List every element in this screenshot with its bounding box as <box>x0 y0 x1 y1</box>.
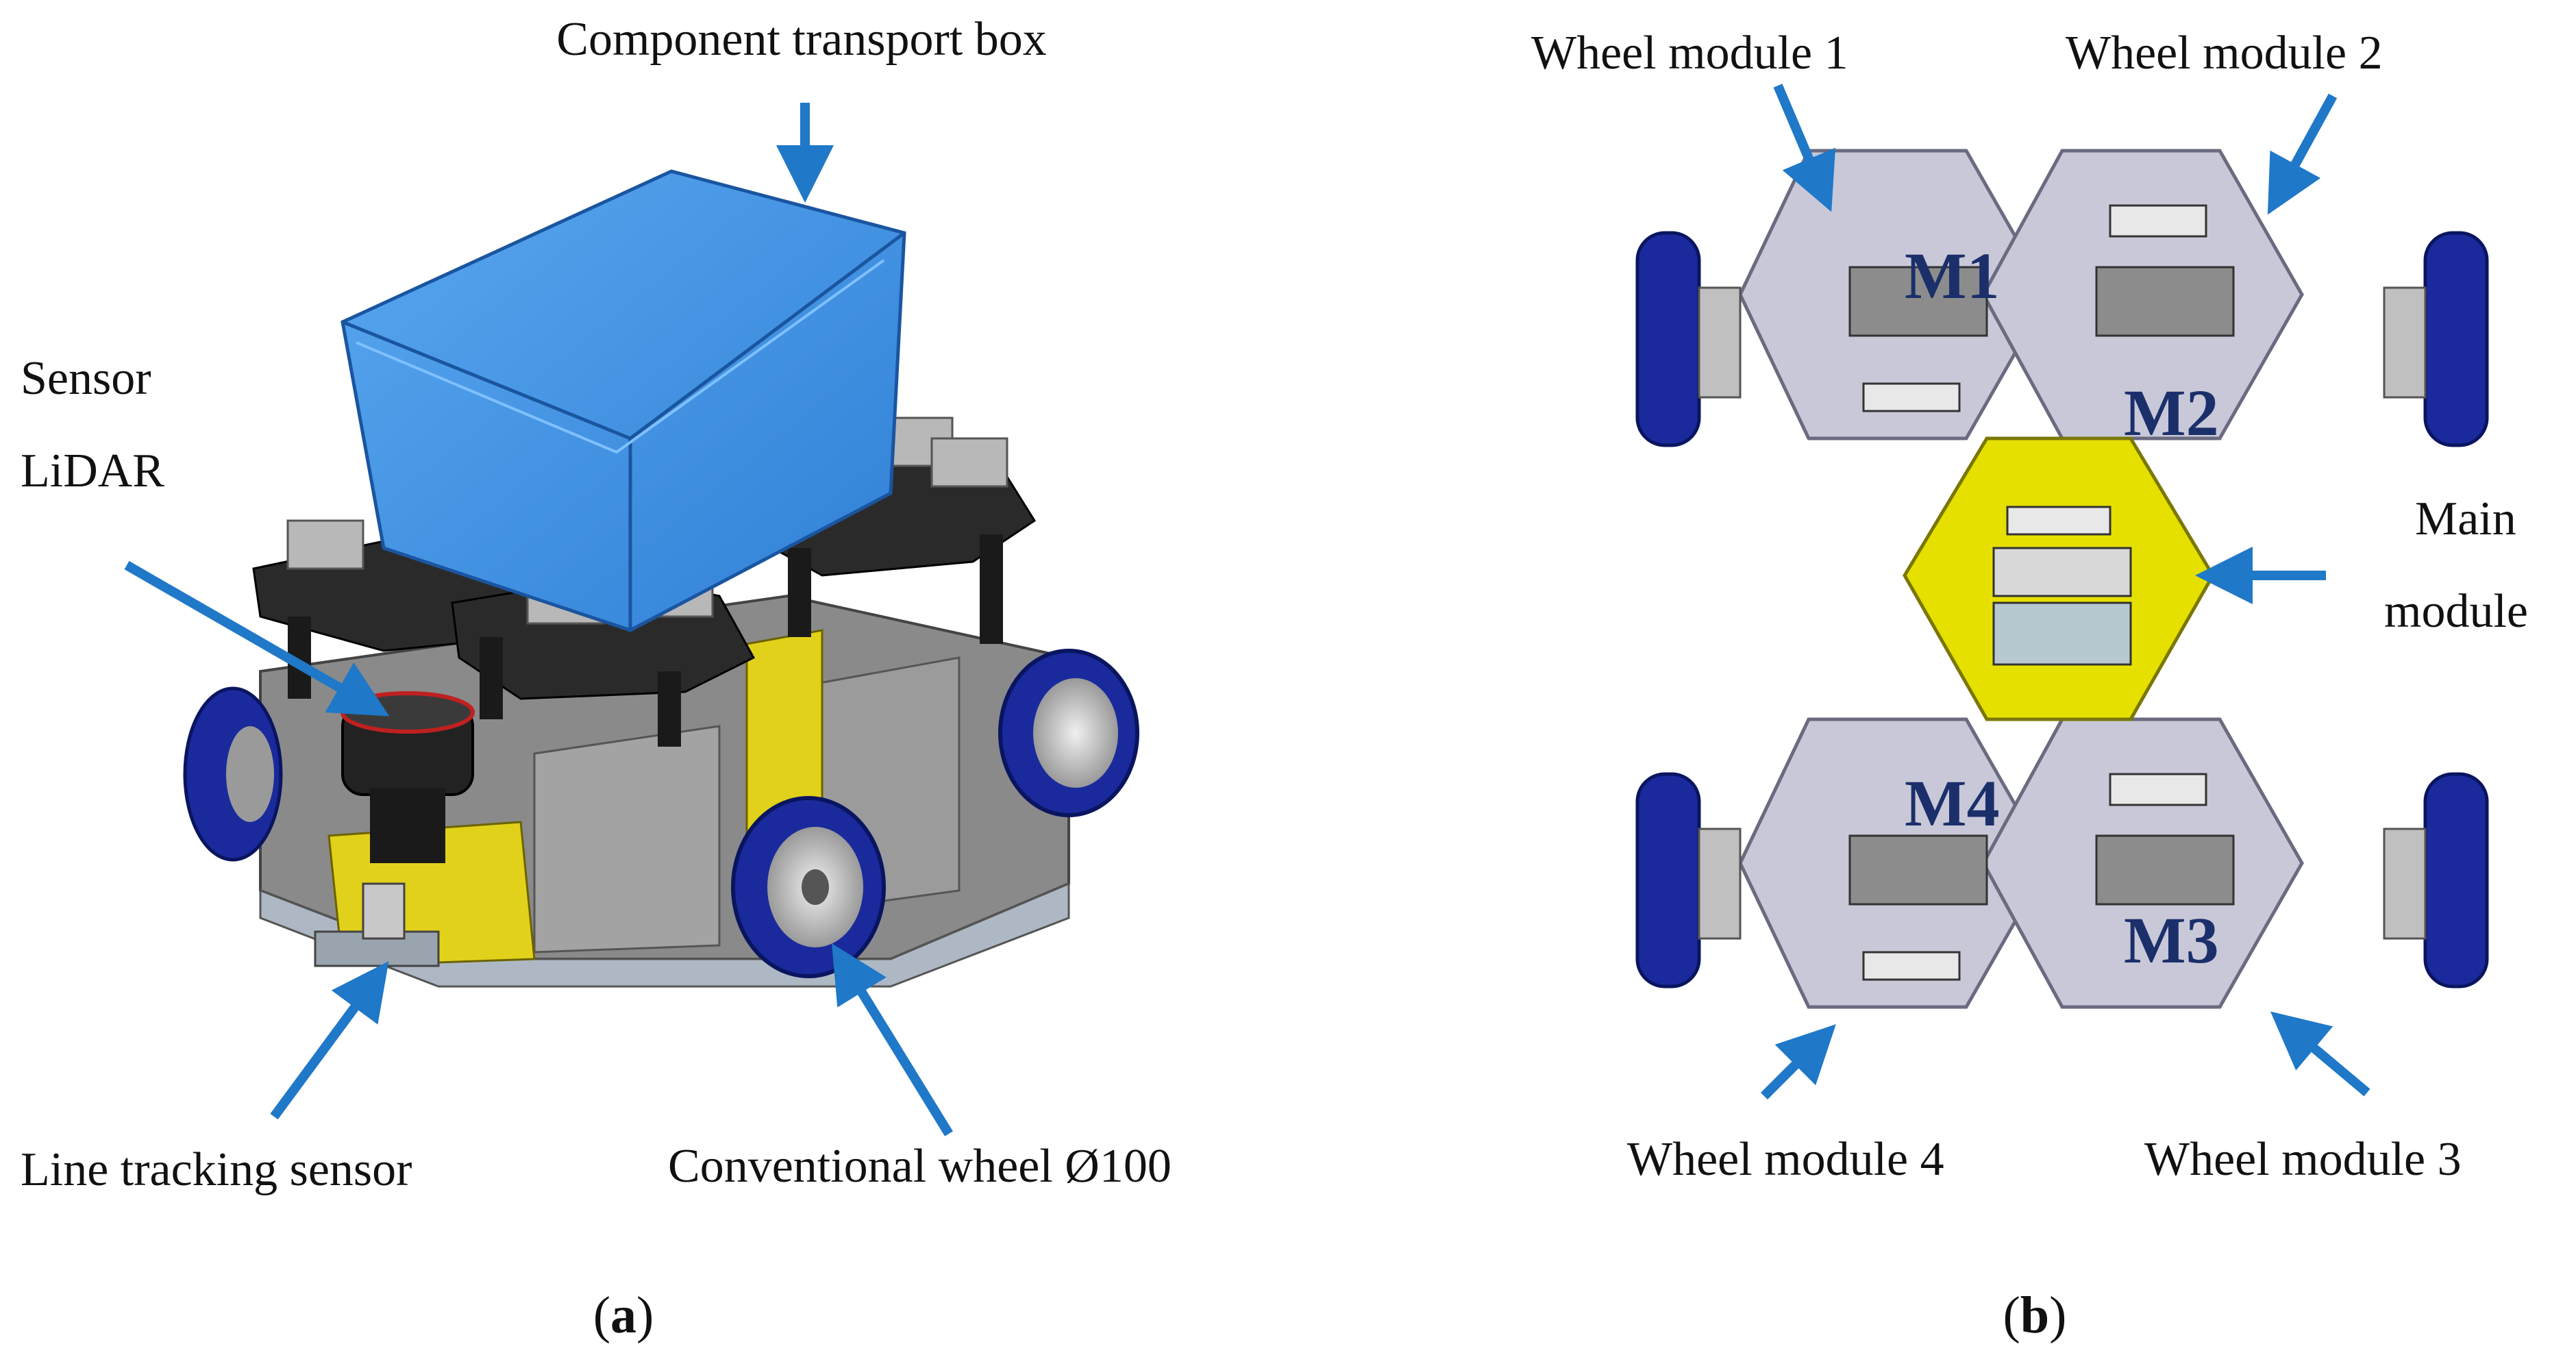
robot-3d-illustration <box>252 169 1070 988</box>
top-view-illustration <box>1738 149 2304 1009</box>
wheel-front-left <box>183 686 283 862</box>
label-wheel-module-2: Wheel module 2 <box>2066 27 2383 79</box>
arrow-wheel <box>831 943 953 1136</box>
module-label-m2: M2 <box>2124 376 2219 449</box>
arrow-wheel-module-2 <box>2267 93 2338 215</box>
wheel-module-2-wheel <box>2383 231 2489 447</box>
wheel-module-4-wheel <box>1635 772 1742 989</box>
label-conventional-wheel: Conventional wheel Ø100 <box>668 1140 1172 1193</box>
label-main-line1: Main <box>2415 493 2516 545</box>
label-sensor: Sensor <box>21 352 151 405</box>
label-main-line2: module <box>2384 585 2528 638</box>
label-lidar: LiDAR <box>21 445 164 497</box>
arrow-lidar <box>124 560 390 717</box>
wheel-module-3-wheel <box>2383 772 2489 989</box>
label-wheel-module-4: Wheel module 4 <box>1627 1133 1944 1186</box>
wheel-module-1-wheel <box>1635 231 1742 447</box>
arrow-line-tracking <box>270 961 389 1120</box>
caption-b: (b) <box>2003 1286 2067 1344</box>
module-label-m1: M1 <box>1905 239 2000 312</box>
arrow-wheel-module-4 <box>1761 1024 1836 1099</box>
label-transport-box: Component transport box <box>556 13 1046 66</box>
wheel-rear-right <box>998 649 1139 817</box>
wheel-front-right <box>731 796 886 978</box>
arrow-wheel-module-3 <box>2270 1011 2370 1097</box>
arrow-wheel-module-1 <box>1773 84 1836 212</box>
label-wheel-module-3: Wheel module 3 <box>2144 1133 2462 1186</box>
caption-a: (a) <box>593 1286 654 1344</box>
label-wheel-module-1: Wheel module 1 <box>1531 27 1848 79</box>
module-label-m4: M4 <box>1905 767 2000 840</box>
label-line-tracking: Line tracking sensor <box>21 1143 412 1196</box>
module-label-m3: M3 <box>2124 904 2219 977</box>
